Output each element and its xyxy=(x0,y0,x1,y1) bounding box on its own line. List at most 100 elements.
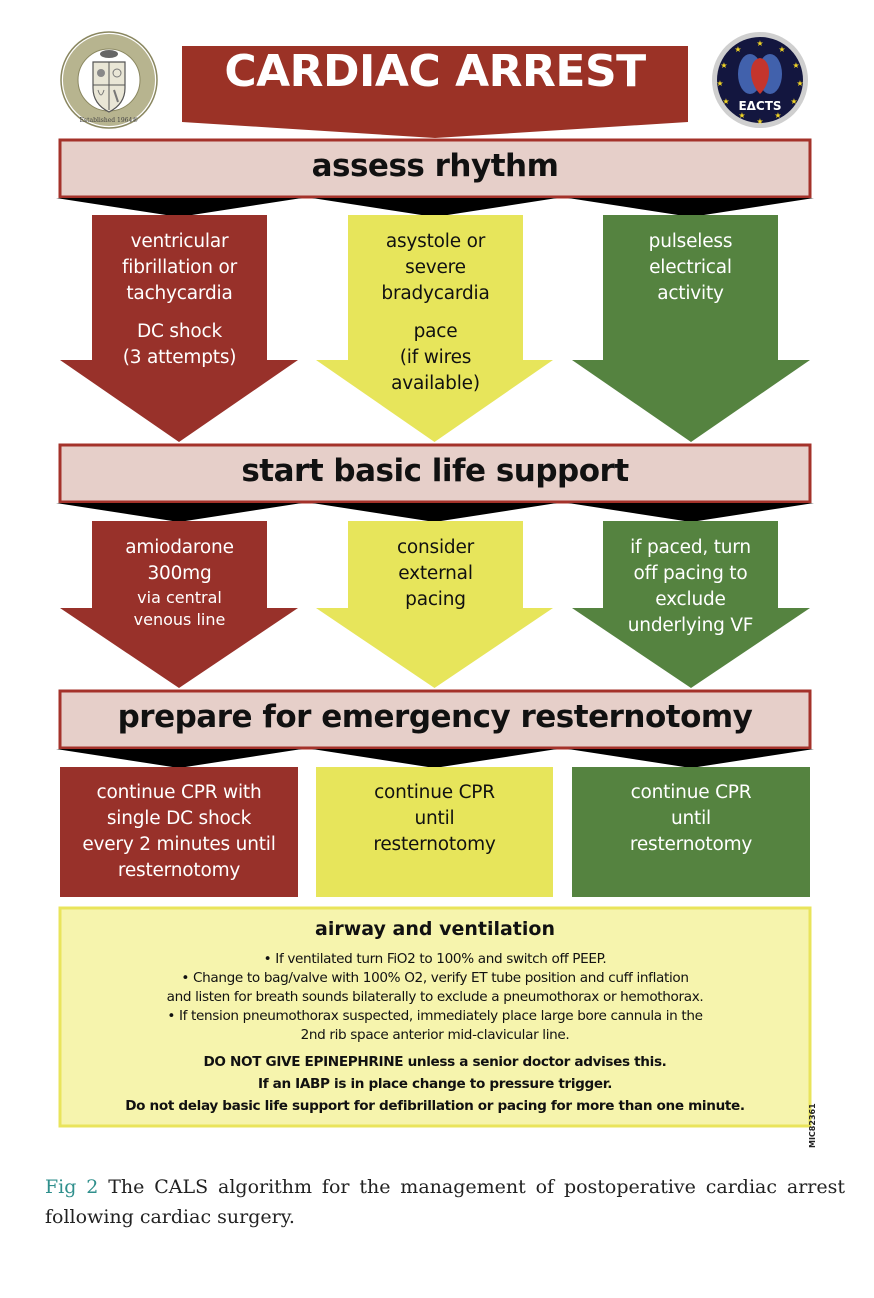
airway-bullet: 2nd rib space anterior mid-clavicular li… xyxy=(300,1027,570,1043)
svg-text:★: ★ xyxy=(756,39,763,48)
text-line: until xyxy=(671,808,711,829)
text-line: resternotomy xyxy=(373,834,496,855)
eacts-logo-text: EΔCTS xyxy=(738,99,781,113)
warning-rest: unless a senior doctor advises this. xyxy=(403,1054,667,1070)
box-cpr-yellow-text: continue CPR until resternotomy xyxy=(316,780,553,858)
arrow-green-step2 xyxy=(572,521,810,688)
text-line: tachycardia xyxy=(126,283,233,304)
arrow-pea-text: pulseless electrical activity xyxy=(603,229,778,307)
arrow-green-step1 xyxy=(572,215,810,442)
text-line: off pacing to xyxy=(633,563,748,584)
text-line: consider xyxy=(396,537,475,558)
connector-chevron xyxy=(568,503,814,522)
airway-bullet: • If ventilated turn FiO2 to 100% and sw… xyxy=(263,951,607,967)
text-line: available) xyxy=(391,373,480,394)
title: CARDIAC ARREST xyxy=(224,46,646,97)
eacts-logo: ★ ★ ★ ★ ★ ★ ★ ★ ★ ★ ★ ★ EΔCTS xyxy=(712,32,808,128)
text-line: resternotomy xyxy=(117,860,241,881)
connector-chevron xyxy=(56,503,302,522)
text-line: underlying VF xyxy=(627,615,754,636)
arrow-asystole-text: asystole or severe bradycardia pace (if … xyxy=(348,229,523,397)
banner-prepare-resternotomy: prepare for emergency resternotomy xyxy=(117,699,753,735)
arrow-turn-off-pacing-text: if paced, turn off pacing to exclude und… xyxy=(593,535,788,639)
connector-chevron xyxy=(312,503,557,522)
svg-text:★: ★ xyxy=(778,45,785,54)
epinephrine-warning: DO NOT GIVE EPINEPHRINE unless a senior … xyxy=(60,1054,810,1070)
text-line: via central xyxy=(137,588,222,607)
box-green-resternotomy xyxy=(572,767,810,897)
arrow-red-step1 xyxy=(60,215,298,442)
text-line: (3 attempts) xyxy=(122,347,237,368)
svg-text:★: ★ xyxy=(734,45,741,54)
text-line: external xyxy=(398,563,473,584)
svg-text:★: ★ xyxy=(720,61,727,70)
box-cpr-dc-shock-text: continue CPR with single DC shock every … xyxy=(60,780,298,884)
figure-label: Fig 2 xyxy=(45,1176,99,1198)
text-line: amiodarone xyxy=(125,537,234,558)
text-line: (if wires xyxy=(399,347,472,368)
text-line: continue CPR xyxy=(374,782,495,803)
airway-bullet: • If tension pneumothorax suspected, imm… xyxy=(167,1008,703,1024)
arrow-yellow-step1 xyxy=(316,215,553,442)
svg-text:★: ★ xyxy=(738,111,745,120)
iabp-note: If an IABP is in place change to pressur… xyxy=(257,1076,613,1092)
svg-text:★: ★ xyxy=(774,111,781,120)
airway-bullet: and listen for breath sounds bilaterally… xyxy=(166,989,704,1005)
arrow-red-step2 xyxy=(60,521,298,688)
connector-chevron xyxy=(568,749,814,768)
text-line: single DC shock xyxy=(106,808,252,829)
sts-logo: Established 1964® xyxy=(60,31,158,129)
box-yellow-resternotomy xyxy=(316,767,553,897)
svg-text:★: ★ xyxy=(722,97,729,106)
svg-text:★: ★ xyxy=(792,61,799,70)
text-line: resternotomy xyxy=(629,834,753,855)
box-red-resternotomy xyxy=(60,767,298,897)
delay-note: Do not delay basic life support for defi… xyxy=(125,1098,745,1114)
arrow-amiodarone-text: amiodarone 300mg via central venous line xyxy=(92,535,267,631)
text-line: continue CPR xyxy=(630,782,752,803)
figure-code: MIC82361 xyxy=(808,1103,817,1148)
connector-chevron xyxy=(312,198,557,217)
text-line: DC shock xyxy=(136,321,222,342)
banner-box-3 xyxy=(58,689,812,750)
svg-text:★: ★ xyxy=(790,97,797,106)
text-line: asystole or xyxy=(385,231,486,252)
warning-emphasis: DO NOT GIVE EPINEPHRINE xyxy=(203,1054,404,1070)
sts-logo-established: Established 1964® xyxy=(80,117,139,124)
airway-title: airway and ventilation xyxy=(315,918,555,940)
text-line: every 2 minutes until xyxy=(82,834,276,855)
connector-chevron xyxy=(56,749,302,768)
text-line: activity xyxy=(657,283,724,304)
arrow-vf-vt-text: ventricular fibrillation or tachycardia … xyxy=(92,229,267,371)
svg-text:★: ★ xyxy=(756,117,763,126)
text-line: bradycardia xyxy=(381,283,490,304)
text-line: electrical xyxy=(649,257,732,278)
svg-text:★: ★ xyxy=(716,79,723,88)
figure-caption: Fig 2 The CALS algorithm for the managem… xyxy=(45,1172,845,1232)
connector-chevron xyxy=(312,749,557,768)
text-line: pace xyxy=(413,321,458,342)
arrow-yellow-step2 xyxy=(316,521,553,688)
text-line: severe xyxy=(405,257,466,278)
text-line: exclude xyxy=(655,589,726,610)
svg-text:★: ★ xyxy=(796,79,803,88)
banner-assess-rhythm: assess rhythm xyxy=(311,148,559,184)
airway-bullet: • Change to bag/valve with 100% O2, veri… xyxy=(181,970,689,986)
caption-text: The CALS algorithm for the management of… xyxy=(45,1176,845,1228)
banner-box-2 xyxy=(58,443,812,504)
text-line: pacing xyxy=(405,589,466,610)
title-banner xyxy=(182,46,688,138)
connector-chevron xyxy=(568,198,814,217)
text-line: fibrillation or xyxy=(121,257,237,278)
box-cpr-green-text: continue CPR until resternotomy xyxy=(572,780,810,858)
banner-box-1 xyxy=(58,138,812,199)
text-line: pulseless xyxy=(648,231,733,252)
text-line: venous line xyxy=(133,610,226,629)
banner-start-basic-life-support: start basic life support xyxy=(241,453,629,489)
arrow-external-pacing-text: consider external pacing xyxy=(348,535,523,613)
text-line: continue CPR with xyxy=(96,782,262,803)
text-line: until xyxy=(414,808,455,829)
text-line: ventricular xyxy=(130,231,229,252)
airway-panel xyxy=(58,906,812,1128)
